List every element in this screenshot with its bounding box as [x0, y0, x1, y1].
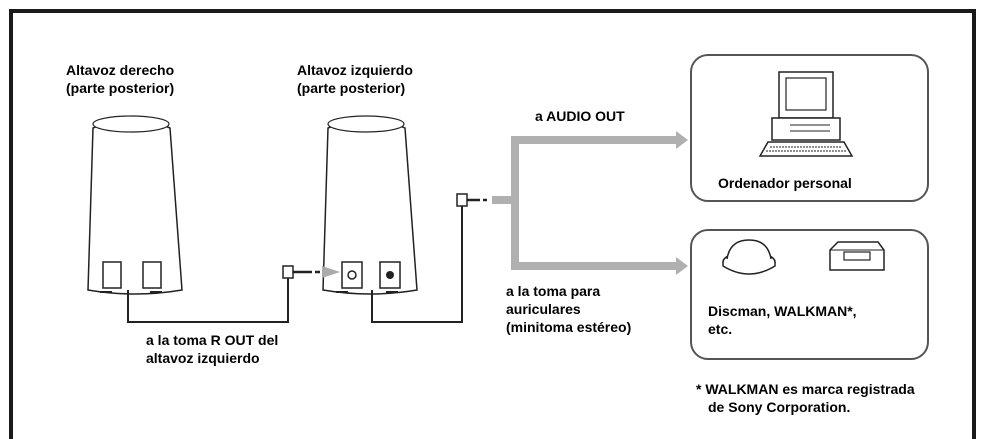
audio-out-label: a AUDIO OUT [535, 108, 625, 124]
discman-icon [722, 239, 776, 275]
computer-box [690, 54, 929, 202]
players-box [690, 229, 929, 360]
computer-label: Ordenador personal [718, 175, 852, 191]
r-out-cable [127, 265, 340, 323]
right-speaker-label: Altavoz derecho (parte posterior) [66, 62, 175, 96]
walkman-icon [829, 241, 885, 271]
left-speaker-icon [322, 115, 418, 295]
source-cable [371, 193, 487, 323]
diagram-frame [9, 9, 976, 439]
r-out-label: a la toma R OUT del altavoz izquierdo [146, 332, 279, 366]
right-speaker-icon [87, 115, 183, 295]
split-arrows [492, 131, 688, 275]
computer-icon [758, 71, 854, 157]
footnote: * WALKMAN es marca registrada de Sony Co… [696, 381, 915, 415]
left-speaker-label: Altavoz izquierdo (parte posterior) [297, 62, 413, 96]
headphone-jack-label: a la toma para auriculares (minitoma est… [506, 283, 632, 335]
players-label: Discman, WALKMAN*, etc. [708, 303, 857, 337]
